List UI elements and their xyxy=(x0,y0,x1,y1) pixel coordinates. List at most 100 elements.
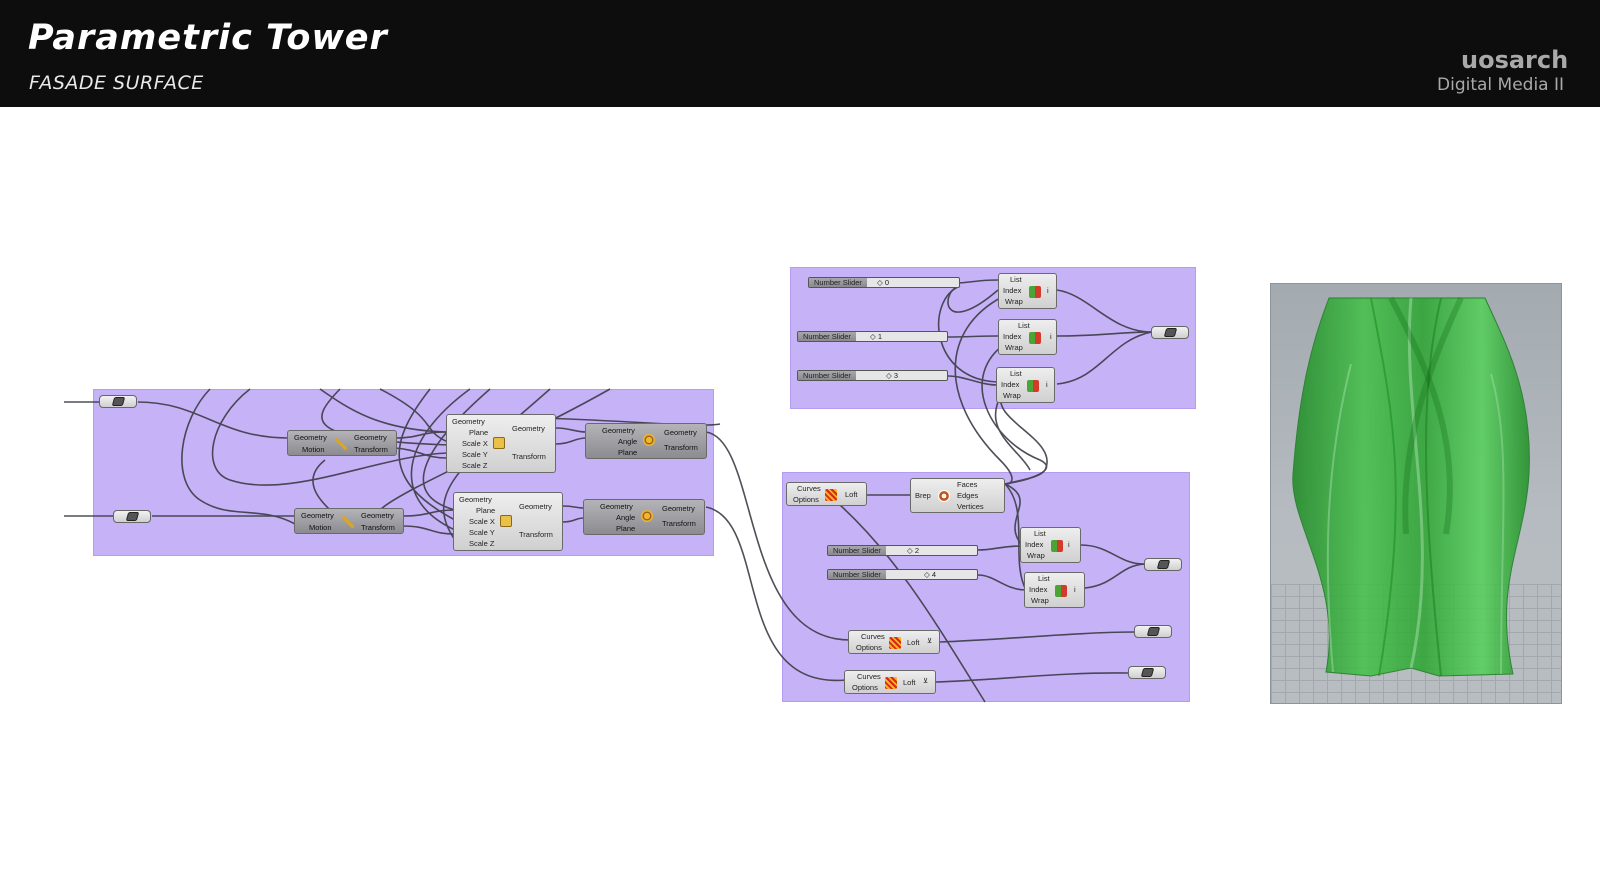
wire xyxy=(947,335,999,338)
loft-component-1[interactable]: Curves Options Loft ⊻ xyxy=(848,630,940,654)
input-label: Geometry xyxy=(600,502,633,511)
header-bar: Parametric Tower FASADE SURFACE uosarch … xyxy=(0,0,1600,107)
output-label: Vertices xyxy=(957,502,984,511)
list-item-component-1[interactable]: List Index Wrap i xyxy=(998,273,1057,309)
number-slider-1[interactable]: Number Slider ◇ 1 xyxy=(797,331,948,342)
output-label: Geometry xyxy=(664,428,697,437)
input-label: Angle xyxy=(616,513,636,522)
wire xyxy=(1084,563,1146,589)
tower-facet xyxy=(1326,363,1352,673)
input-label: Index xyxy=(1003,286,1022,295)
output-label: i xyxy=(1046,380,1048,389)
wire xyxy=(977,545,1023,551)
group-loft-panel xyxy=(782,472,1190,702)
page-title: Parametric Tower xyxy=(28,18,388,58)
tower-facet xyxy=(1388,296,1453,535)
rotate-component-2[interactable]: Geometry Angle Plane Geometry Transform xyxy=(583,499,705,535)
input-label: Brep xyxy=(915,491,931,500)
scale-nu-component-1[interactable]: Geometry Plane Scale X Scale Y Scale Z G… xyxy=(446,414,556,473)
wire xyxy=(181,388,296,525)
input-label: Index xyxy=(1025,540,1044,549)
geometry-output-param-2[interactable] xyxy=(1144,558,1182,571)
input-label: List xyxy=(1010,275,1022,284)
rotate-icon xyxy=(643,434,655,446)
list-item-component-4[interactable]: List Index Wrap i xyxy=(1020,527,1081,563)
wire xyxy=(319,388,447,433)
rotate-icon xyxy=(641,510,653,522)
wire xyxy=(321,388,451,446)
list-item-component-3[interactable]: List Index Wrap i xyxy=(996,367,1055,403)
wire xyxy=(394,431,447,439)
wire xyxy=(999,393,1048,485)
loft-icon xyxy=(885,677,897,689)
wire xyxy=(1004,483,1027,591)
geometry-output-param-4[interactable] xyxy=(1128,666,1166,679)
wire xyxy=(1056,289,1153,333)
wire xyxy=(379,388,449,443)
output-label: i xyxy=(1074,585,1076,594)
list-item-component-2[interactable]: List Index Wrap i xyxy=(998,319,1057,355)
number-slider-2[interactable]: Number Slider ◇ 2 xyxy=(827,545,978,556)
slider-value: ◇ 3 xyxy=(886,371,899,380)
chevron-down-icon: ⊻ xyxy=(927,638,933,645)
wire xyxy=(422,388,491,511)
wire xyxy=(398,388,456,521)
loft-component-main[interactable]: Curves Options Loft xyxy=(786,482,867,506)
input-label: Options xyxy=(856,643,882,652)
wire xyxy=(402,509,456,517)
output-label: Geometry xyxy=(662,504,695,513)
wire xyxy=(402,525,456,535)
output-label: i xyxy=(1068,540,1070,549)
list-item-icon xyxy=(1029,286,1041,298)
geometry-param-icon xyxy=(125,512,140,521)
input-label: Index xyxy=(1029,585,1048,594)
list-item-icon xyxy=(1051,540,1063,552)
deconstruct-brep-component[interactable]: Brep Faces Edges Vertices xyxy=(910,478,1005,513)
wire xyxy=(555,437,587,445)
loft-component-2[interactable]: Curves Options Loft ⊻ xyxy=(844,670,936,694)
slider-label: Number Slider xyxy=(798,371,856,380)
wire xyxy=(137,401,289,439)
tower-facet xyxy=(1407,297,1424,669)
geometry-input-param-2[interactable] xyxy=(113,510,151,523)
loft-icon xyxy=(889,637,901,649)
geometry-output-param-3[interactable] xyxy=(1134,625,1172,638)
input-label: List xyxy=(1010,369,1022,378)
number-slider-0[interactable]: Number Slider ◇ 0 xyxy=(808,277,960,288)
input-label: Geometry xyxy=(459,495,492,504)
wire xyxy=(705,506,847,681)
output-label: Transform xyxy=(512,452,546,461)
input-label: Geometry xyxy=(602,426,635,435)
slider-label: Number Slider xyxy=(828,570,886,579)
output-label: Faces xyxy=(957,480,978,489)
move-component-1[interactable]: Geometry Motion Geometry Transform xyxy=(287,430,397,456)
geometry-input-param-1[interactable] xyxy=(99,395,137,408)
number-slider-4[interactable]: Number Slider ◇ 4 xyxy=(827,569,978,580)
wire xyxy=(312,459,331,511)
wire xyxy=(555,427,587,433)
list-item-component-5[interactable]: List Index Wrap i xyxy=(1024,572,1085,608)
wire xyxy=(562,517,585,523)
wire xyxy=(1080,544,1146,565)
scale-nu-component-2[interactable]: Geometry Plane Scale X Scale Y Scale Z G… xyxy=(453,492,563,551)
slider-label: Number Slider xyxy=(828,546,886,555)
wire xyxy=(1056,331,1153,385)
input-label: Wrap xyxy=(1027,551,1045,560)
input-label: Motion xyxy=(302,445,325,454)
wire xyxy=(934,672,1129,683)
number-slider-3[interactable]: Number Slider ◇ 3 xyxy=(797,370,948,381)
rotate-component-1[interactable]: Geometry Angle Plane Geometry Transform xyxy=(585,423,707,459)
output-label: Loft xyxy=(845,490,858,499)
scale-icon xyxy=(500,515,512,527)
input-label: Wrap xyxy=(1031,596,1049,605)
input-label: Wrap xyxy=(1005,297,1023,306)
output-label: Edges xyxy=(957,491,979,500)
output-label: Transform xyxy=(664,443,698,452)
tower-facet xyxy=(1370,297,1397,677)
wire xyxy=(947,285,999,313)
geometry-output-param-1[interactable] xyxy=(1151,326,1189,339)
move-component-2[interactable]: Geometry Motion Geometry Transform xyxy=(294,508,404,534)
wire xyxy=(705,431,851,641)
tower-render xyxy=(1292,296,1530,677)
page-subtitle: FASADE SURFACE xyxy=(29,72,204,94)
